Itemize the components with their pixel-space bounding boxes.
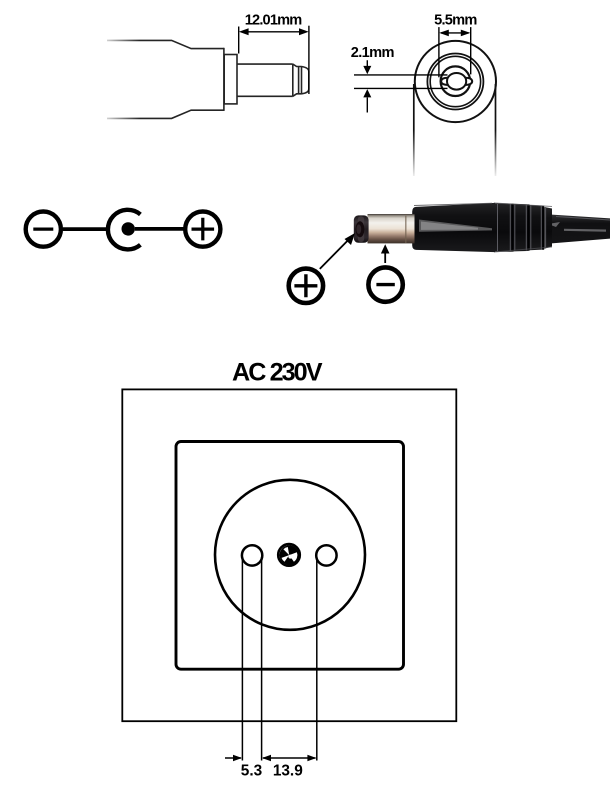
svg-text:AC 230V: AC 230V bbox=[232, 358, 323, 386]
svg-text:5.3: 5.3 bbox=[241, 763, 262, 780]
svg-text:13.9: 13.9 bbox=[273, 763, 303, 780]
svg-text:5.5mm: 5.5mm bbox=[434, 12, 477, 28]
svg-text:2.1mm: 2.1mm bbox=[351, 45, 395, 61]
svg-text:12.01mm: 12.01mm bbox=[245, 12, 303, 28]
